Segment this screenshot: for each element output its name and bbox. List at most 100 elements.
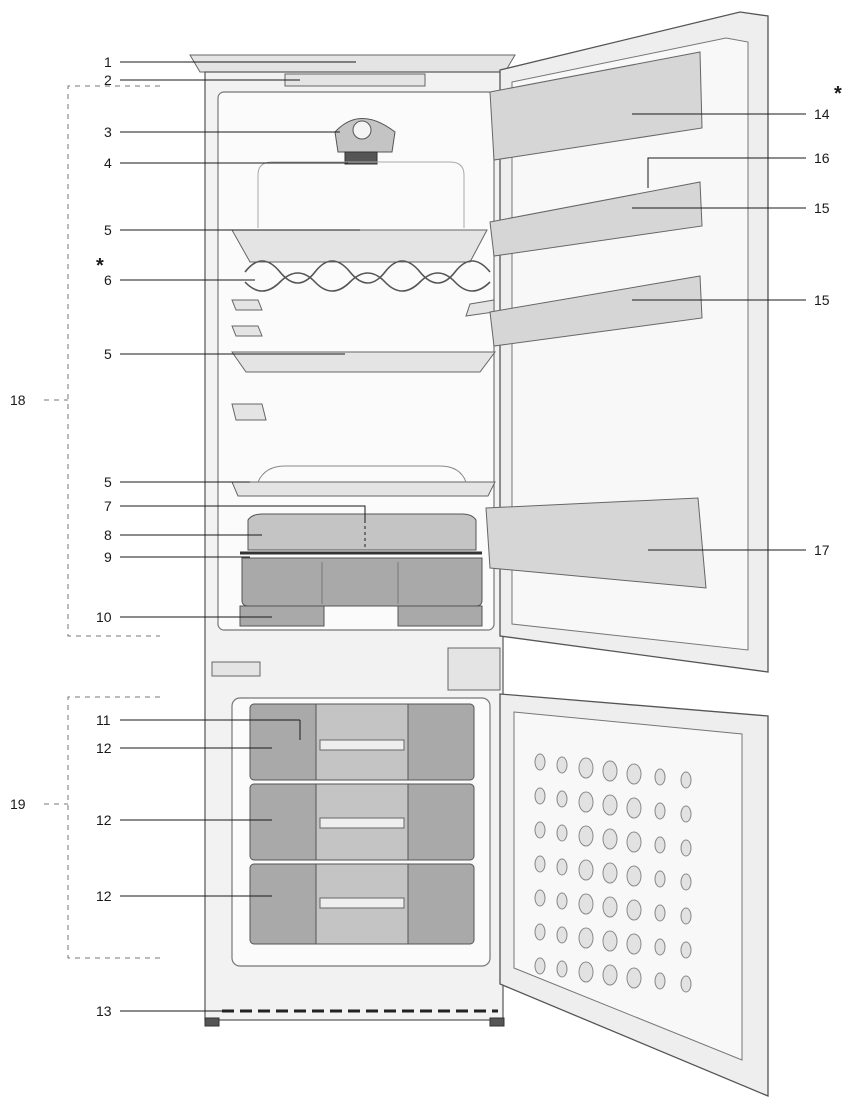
label-18: 18 [10, 392, 26, 408]
label-14: 14 [814, 106, 830, 122]
top-cover [189, 54, 516, 73]
leader-16 [647, 157, 806, 188]
door-dimple [556, 790, 568, 808]
bottle-rack-lower [244, 272, 491, 292]
door-dimple [654, 904, 666, 922]
glass-shelf-top [231, 229, 488, 263]
leveling-foot-left [239, 605, 325, 627]
label-5a: 5 [104, 222, 112, 238]
fridge-compartment-bracket [67, 85, 160, 637]
door-dimple [602, 964, 618, 986]
door-dimple [680, 771, 692, 789]
door-dimple [626, 763, 642, 785]
door-dimple [556, 858, 568, 876]
door-dimple [578, 791, 594, 813]
label-19: 19 [10, 796, 26, 812]
door-dimple [602, 828, 618, 850]
door-dimple [654, 802, 666, 820]
freezer-door-dimples [534, 753, 692, 993]
door-dimple [602, 862, 618, 884]
door-dimple [534, 753, 546, 771]
bottle-rack [244, 260, 491, 284]
freezer-door-inner [513, 711, 743, 1061]
door-dimple [680, 839, 692, 857]
label-3: 3 [104, 124, 112, 140]
door-dimple [578, 757, 594, 779]
fridge-door [485, 11, 769, 673]
optional-marker-right: * [834, 83, 842, 105]
label-17: 17 [814, 542, 830, 558]
door-shelf-upper [489, 181, 703, 257]
callout-labels: 1 2 3 4 5 * 6 5 18 5 7 8 9 10 11 12 19 1… [10, 54, 842, 1019]
thermostat-knob [352, 120, 372, 140]
door-dimple [578, 961, 594, 983]
glass-shelf-middle [231, 351, 496, 373]
lamp-cover [344, 151, 378, 165]
label-11: 11 [96, 712, 111, 728]
door-dimple [556, 892, 568, 910]
label-9: 9 [104, 549, 112, 565]
compartment-brackets [44, 85, 160, 959]
middle-hinge-left [211, 661, 261, 677]
door-dimple [602, 760, 618, 782]
middle-hinge-right [447, 647, 501, 691]
door-dimple [556, 756, 568, 774]
label-12c: 12 [96, 888, 112, 904]
door-dimple [626, 831, 642, 853]
door-dimple [654, 836, 666, 854]
door-dimple [680, 873, 692, 891]
label-13: 13 [96, 1003, 112, 1019]
door-dimple [626, 865, 642, 887]
label-12a: 12 [96, 740, 112, 756]
bottle-shelf [485, 497, 707, 589]
door-dimple [626, 967, 642, 989]
label-15b: 15 [814, 292, 830, 308]
leveling-foot-right [397, 605, 483, 627]
door-dimple [602, 896, 618, 918]
label-12b: 12 [96, 812, 112, 828]
door-dimple [680, 907, 692, 925]
drawer-handle-bottom [319, 897, 405, 909]
door-dimple [654, 768, 666, 786]
optional-marker-left: * [96, 255, 104, 277]
shelf-support [231, 403, 267, 421]
door-dimple [578, 893, 594, 915]
door-shelf-middle [489, 275, 703, 347]
foot-right [489, 1017, 505, 1027]
leader-lines [120, 61, 806, 1012]
door-dimple [578, 825, 594, 847]
label-5b: 5 [104, 346, 112, 362]
dairy-compartment [489, 51, 703, 161]
door-dimple [534, 821, 546, 839]
door-dimple [534, 889, 546, 907]
door-dimple [534, 923, 546, 941]
freezer-door [499, 693, 769, 1097]
label-16: 16 [814, 150, 830, 166]
door-dimple [556, 960, 568, 978]
control-panel [284, 73, 426, 87]
freezer-drawers [249, 703, 475, 945]
label-6: 6 [104, 272, 112, 288]
door-dimple [654, 972, 666, 990]
label-4: 4 [104, 155, 112, 171]
label-1: 1 [104, 54, 112, 70]
leader-7 [120, 505, 366, 520]
crisper-box [247, 513, 477, 551]
door-dimple [534, 855, 546, 873]
back-wall [257, 161, 465, 228]
freezer-compartment-bracket [67, 696, 160, 959]
door-dimple [534, 957, 546, 975]
door-dimple [534, 787, 546, 805]
door-dimple [556, 926, 568, 944]
door-dimple [654, 938, 666, 956]
label-5c: 5 [104, 474, 112, 490]
door-dimple [626, 899, 642, 921]
label-2: 2 [104, 72, 112, 88]
door-dimple [602, 794, 618, 816]
crisper-drawer [241, 557, 483, 607]
label-8: 8 [104, 527, 112, 543]
drawer-handle-middle [319, 817, 405, 829]
door-dimple [626, 797, 642, 819]
drawer-handle-top [319, 739, 405, 751]
